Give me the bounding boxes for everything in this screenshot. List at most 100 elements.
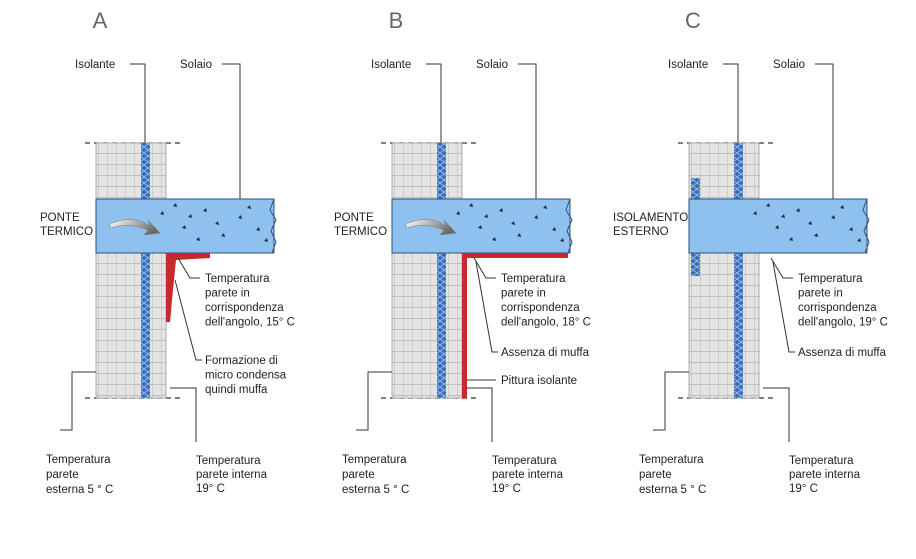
corner-temp-label-line: Temperatura — [205, 273, 270, 285]
ext-temp-label-line: esterna 5 ° C — [46, 484, 113, 496]
aggregate-speck — [256, 227, 260, 231]
aggregate-speck — [484, 214, 488, 218]
ext-temp-label-line: parete — [639, 469, 672, 481]
ext-temp-label: Temperatura parete esterna 5 ° C — [46, 454, 113, 496]
aggregate-speck — [221, 233, 225, 237]
side-label-line: PONTE — [334, 212, 374, 224]
ext-temp-label-line: Temperatura — [342, 454, 407, 466]
int-temp-label-line: Temperatura — [196, 455, 261, 467]
aggregate-speck — [182, 225, 186, 229]
ext-temp-leader — [356, 371, 392, 431]
note-label: Formazione di micro condensa quindi muffa — [205, 355, 287, 396]
side-label: PONTE TERMICO — [334, 212, 387, 238]
aggregate-speck — [814, 233, 818, 237]
solaio-leader — [815, 63, 834, 199]
solaio-leader — [222, 63, 241, 199]
masonry-wall — [391, 142, 463, 399]
aggregate-speck — [849, 227, 853, 231]
ext-temp-label-line: esterna 5 ° C — [639, 484, 706, 496]
int-temp-label-line: 19° C — [789, 483, 818, 495]
int-temp-label-line: 19° C — [492, 483, 521, 495]
corner-temp-label-line: corrispondenza — [798, 302, 877, 314]
note-label-line: quindi muffa — [205, 384, 268, 396]
ext-temp-label: Temperatura parete esterna 5 ° C — [639, 454, 706, 496]
ext-temp-label-line: parete — [46, 469, 79, 481]
insulation-layer — [141, 143, 150, 398]
aggregate-speck — [456, 211, 460, 215]
solaio-label: Solaio — [180, 59, 212, 71]
note-label-line: Formazione di — [205, 355, 278, 367]
solaio-leader — [518, 63, 537, 199]
corner-temp-label-line: dell'angolo, 18° C — [501, 317, 591, 329]
int-temp-label-line: 19° C — [196, 483, 225, 495]
int-temp-leader — [466, 387, 493, 442]
side-label-line: TERMICO — [334, 226, 387, 238]
corner-temp-label-line: Temperatura — [798, 273, 863, 285]
insulation-layer — [437, 143, 446, 398]
aggregate-speck — [173, 203, 177, 207]
corner-temp-label-line: parete in — [798, 288, 843, 300]
aggregate-speck — [857, 238, 861, 242]
note-leader — [174, 279, 202, 361]
note-label-line: micro condensa — [205, 370, 287, 382]
aggregate-speck — [808, 221, 812, 225]
aggregate-speck — [499, 208, 503, 212]
side-label-line: PONTE — [40, 212, 80, 224]
corner-temp-leader — [770, 257, 793, 279]
masonry-wall — [688, 142, 760, 399]
heat-loss-arrow-icon — [109, 219, 161, 236]
isolante-label: Isolante — [668, 59, 708, 71]
aggregate-speck — [840, 205, 844, 209]
aggregate-speck — [796, 208, 800, 212]
isolante-leader — [426, 63, 442, 143]
aggregate-speck — [492, 237, 496, 241]
solaio-label: Solaio — [476, 59, 508, 71]
int-temp-leader — [763, 387, 790, 442]
mold-stain — [166, 253, 210, 322]
corner-temp-leader — [473, 257, 496, 279]
note-label-line: Assenza di muffa — [501, 347, 590, 359]
aggregate-speck — [775, 225, 779, 229]
note-label: Assenza di muffa — [798, 347, 887, 359]
int-temp-label-line: Temperatura — [492, 455, 557, 467]
ext-temp-label-line: parete — [342, 469, 375, 481]
int-temp-leader — [170, 387, 197, 442]
ext-temp-label-line: Temperatura — [639, 454, 704, 466]
insulation-layer — [734, 143, 743, 398]
aggregate-speck — [831, 215, 835, 219]
aggregate-speck — [517, 233, 521, 237]
aggregate-speck — [766, 203, 770, 207]
corner-temp-leader — [177, 257, 200, 279]
note-label: Assenza di muffa — [501, 347, 590, 359]
ext-temp-leader — [653, 371, 689, 431]
aggregate-speck — [560, 238, 564, 242]
slab-cut-edge — [269, 198, 277, 254]
heat-loss-arrow-icon — [405, 219, 457, 236]
aggregate-speck — [534, 215, 538, 219]
corner-temp-label-line: Temperatura — [501, 273, 566, 285]
note-leader — [475, 261, 498, 353]
int-temp-label-line: parete interna — [789, 469, 861, 481]
aggregate-speck — [188, 214, 192, 218]
ext-temp-label-line: Temperatura — [46, 454, 111, 466]
ext-temp-leader — [60, 371, 96, 431]
aggregate-speck — [264, 238, 268, 242]
corner-temp-label-line: parete in — [501, 288, 546, 300]
aggregate-speck — [753, 211, 757, 215]
slab-cut-edge — [565, 198, 573, 254]
aggregate-speck — [552, 227, 556, 231]
corner-temp-label-line: parete in — [205, 288, 250, 300]
slab-cut-edge — [862, 198, 870, 254]
aggregate-speck — [478, 225, 482, 229]
int-temp-label-line: Temperatura — [789, 455, 854, 467]
panel-letter: A — [93, 8, 108, 33]
